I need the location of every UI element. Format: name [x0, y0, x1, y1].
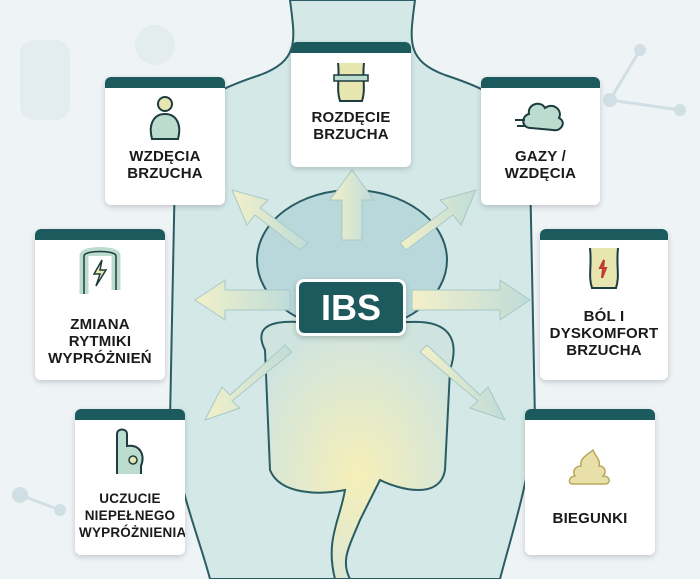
symptom-card-gas: GAZY / WZDĘCIA — [481, 77, 600, 205]
waist-measure-icon — [333, 62, 369, 102]
card-header — [540, 229, 668, 240]
abdominal-pain-icon — [589, 247, 619, 289]
stool-icon — [568, 448, 610, 485]
symptom-label: BÓL I DYSKOMFORT BRZUCHA — [549, 308, 659, 359]
ibs-center-label: IBS — [296, 279, 406, 336]
gas-cloud-icon — [514, 102, 564, 132]
symptom-card-distension: ROZDĘCIE BRZUCHA — [291, 42, 411, 167]
symptom-label: ZMIANA RYTMIKI WYPRÓŻNIEŃ — [48, 316, 152, 367]
symptom-label: GAZY / WZDĘCIA — [504, 148, 577, 182]
symptom-label: UCZUCIE NIEPEŁNEGO WYPRÓŻNIENIA — [79, 491, 185, 540]
symptom-card-diarrhea: BIEGUNKI — [525, 409, 655, 555]
card-header — [105, 77, 225, 88]
symptom-label: WZDĘCIA BRZUCHA — [127, 148, 203, 182]
card-header — [525, 409, 655, 420]
symptom-card-bloating: WZDĘCIA BRZUCHA — [105, 77, 225, 205]
incomplete-evacuation-icon — [116, 428, 144, 474]
colon-lightning-icon — [79, 247, 121, 294]
symptom-label: ROZDĘCIE BRZUCHA — [311, 109, 391, 143]
symptom-card-abdominal-pain: BÓL I DYSKOMFORT BRZUCHA — [540, 229, 668, 380]
symptom-card-incomplete-evacuation: UCZUCIE NIEPEŁNEGO WYPRÓŻNIENIA — [75, 409, 185, 555]
arrows — [194, 169, 531, 421]
card-header — [291, 42, 411, 53]
card-header — [75, 409, 185, 420]
bloated-person-icon — [149, 96, 181, 140]
card-header — [481, 77, 600, 88]
symptom-card-bowel-habit-change: ZMIANA RYTMIKI WYPRÓŻNIEŃ — [35, 229, 165, 380]
card-header — [35, 229, 165, 240]
symptom-label: BIEGUNKI — [552, 510, 628, 527]
background-decoration — [12, 25, 686, 516]
